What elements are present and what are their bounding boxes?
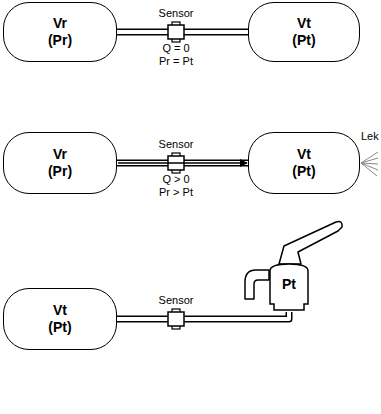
- node-text: (Pr): [48, 32, 72, 49]
- node-text: (Pt): [292, 163, 315, 180]
- flow-condition: Q > 0: [162, 173, 189, 186]
- pipe-connector: [117, 309, 289, 329]
- faucet-illustration: [245, 222, 342, 299]
- node-text: (Pt): [48, 319, 71, 336]
- faucet-outline-shape: [270, 264, 308, 310]
- tank-box: Vr(Pr): [3, 132, 117, 194]
- pipe-connector: [117, 153, 248, 173]
- tank-box: Vt(Pt): [3, 288, 117, 350]
- node-text: Pt: [282, 276, 296, 293]
- node-text: (Pt): [292, 32, 315, 49]
- sensor-body: [168, 312, 184, 326]
- node-text: Vr: [53, 15, 67, 32]
- sensor-label: Sensor: [159, 7, 194, 20]
- spray-line: [361, 163, 378, 170]
- pipe-bore: [117, 312, 289, 319]
- sensor-body: [168, 25, 184, 39]
- faucet-handle: [279, 222, 342, 264]
- node-text: Vt: [297, 15, 311, 32]
- pipe-connector: [117, 22, 248, 42]
- tank-box: Vt(Pt): [248, 2, 360, 62]
- sensor-label: Sensor: [159, 138, 194, 151]
- tank-box: Vt(Pt): [248, 132, 360, 194]
- flow-condition: Pr > Pt: [159, 186, 193, 199]
- flow-arrow: [118, 162, 247, 164]
- spray-line: [361, 158, 378, 163]
- node-text: (Pr): [48, 163, 72, 180]
- node-text: Vt: [53, 302, 67, 319]
- sensor-label: Sensor: [159, 294, 194, 307]
- tank-box: Vr(Pr): [3, 2, 117, 62]
- faucet-body: Pt: [268, 262, 310, 312]
- faucet-spout: [245, 270, 269, 299]
- node-text: Vr: [53, 146, 67, 163]
- node-text: Vt: [297, 146, 311, 163]
- flow-condition: Q = 0: [162, 42, 189, 55]
- flow-condition: Pr = Pt: [159, 55, 193, 68]
- pipe-wall: [117, 312, 289, 319]
- leak-spray: [361, 152, 378, 176]
- spray-line: [361, 152, 378, 163]
- spray-line: [361, 163, 377, 176]
- leak-label: Lek: [361, 130, 379, 143]
